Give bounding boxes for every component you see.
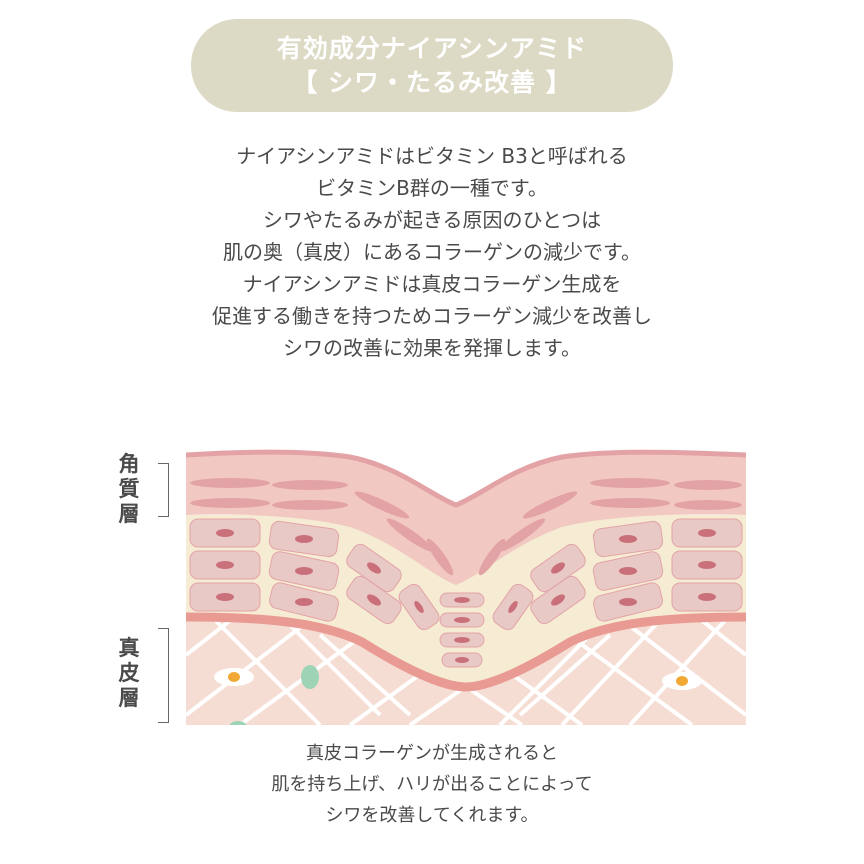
title-banner: 有効成分ナイアシンアミド 【 シワ・たるみ改善 】 bbox=[191, 19, 673, 112]
epidermal-cells bbox=[189, 518, 743, 668]
intro-line: ビタミンB群の一種です。 bbox=[316, 176, 548, 200]
caption-line: シワを改善してくれます。 bbox=[325, 805, 539, 826]
intro-line: ナイアシンアミドは真皮コラーゲン生成を bbox=[242, 272, 622, 296]
intro-line: 促進する働きを持つためコラーゲン減少を改善し bbox=[212, 304, 652, 328]
fibroblast-cells bbox=[214, 665, 702, 725]
intro-line: 肌の奥（真皮）にあるコラーゲンの減少です。 bbox=[223, 240, 641, 264]
title-line-1: 有効成分ナイアシンアミド bbox=[276, 33, 588, 63]
stratum-fibers bbox=[190, 478, 742, 576]
basement-membrane bbox=[186, 612, 747, 692]
intro-line: ナイアシンアミドはビタミン B3と呼ばれる bbox=[236, 144, 628, 168]
skin-cross-section-illustration bbox=[186, 449, 748, 725]
dermis-bracket bbox=[158, 628, 169, 723]
dermis-label: 真 皮 層 bbox=[118, 636, 140, 710]
caption-line: 真皮コラーゲンが生成されると bbox=[306, 743, 558, 764]
caption-line: 肌を持ち上げ、ハリが出ることによって bbox=[271, 774, 593, 795]
caption-text: 真皮コラーゲンが生成されると 肌を持ち上げ、ハリが出ることによって シワを改善し… bbox=[0, 738, 864, 831]
intro-text: ナイアシンアミドはビタミン B3と呼ばれる ビタミンB群の一種です。 シワやたる… bbox=[0, 140, 864, 364]
title-line-2: 【 シワ・たるみ改善 】 bbox=[292, 67, 572, 97]
intro-line: シワの改善に効果を発揮します。 bbox=[283, 336, 581, 360]
intro-line: シワやたるみが起きる原因のひとつは bbox=[262, 208, 602, 232]
stratum-corneum-label: 角 質 層 bbox=[118, 452, 140, 526]
stratum-corneum-bracket bbox=[158, 463, 169, 517]
